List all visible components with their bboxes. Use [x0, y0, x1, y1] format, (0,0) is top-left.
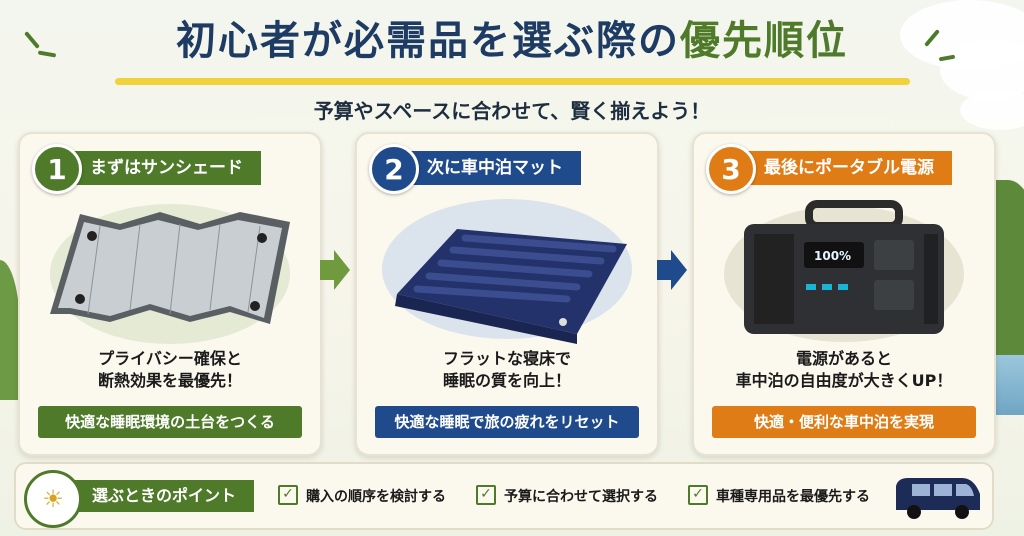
portable-power-station-icon: 100%: [724, 200, 964, 342]
step-number: 3: [706, 144, 756, 194]
sunshade-icon: [50, 204, 290, 344]
arrow-right-icon: [657, 250, 687, 290]
subtitle: 予算やスペースに合わせて、賢く揃えよう！: [313, 99, 711, 123]
card-sunshade: まずはサンシェード 1 プライバシー確保と断熱効果を最優先！ 快適な睡眠環境の土…: [18, 132, 322, 456]
card-power-station: 最後にポータブル電源 3 100% 電源があると車中泊の自由度が大きくUP！ 快…: [692, 132, 996, 456]
points-panel: 選ぶときのポイント ☀ ✓購入の順序を検討する ✓予算に合わせて選択する ✓車種…: [14, 462, 994, 530]
step-number: 2: [369, 144, 419, 194]
checkbox-icon: ✓: [688, 485, 708, 505]
card-mattress: 次に車中泊マット 2 フラットな寝床で睡眠の質を向上！ 快適な睡眠で旅の疲れをリ…: [355, 132, 659, 456]
step-number: 1: [32, 144, 82, 194]
card-label: まずはサンシェード: [68, 151, 261, 185]
card-label: 次に車中泊マット: [405, 151, 581, 185]
svg-text:100%: 100%: [814, 249, 851, 263]
card-summary-bar: 快適・便利な車中泊を実現: [712, 406, 976, 438]
card-label: 最後にポータブル電源: [742, 151, 952, 185]
point-item: ✓予算に合わせて選択する: [476, 485, 658, 508]
van-icon: [896, 478, 980, 519]
card-description: 電源があると車中泊の自由度が大きくUP！: [735, 349, 953, 390]
arrow-right-icon: [320, 250, 350, 290]
point-item: ✓購入の順序を検討する: [278, 485, 446, 508]
points-label: 選ぶときのポイント: [74, 480, 255, 512]
card-description: プライバシー確保と断熱効果を最優先！: [97, 349, 242, 390]
checkbox-icon: ✓: [278, 485, 298, 505]
title-underline: [115, 78, 910, 85]
point-item: ✓車種専用品を最優先する: [688, 485, 870, 508]
card-description: フラットな寝床で睡眠の質を向上！: [442, 349, 571, 390]
air-mattress-icon: [382, 199, 632, 344]
page-title: 初心者が必需品を選ぶ際の優先順位: [176, 18, 848, 64]
card-summary-bar: 快適な睡眠で旅の疲れをリセット: [375, 406, 639, 438]
checkbox-icon: ✓: [476, 485, 496, 505]
lightbulb-icon: ☀: [24, 470, 82, 528]
card-summary-bar: 快適な睡眠環境の土台をつくる: [38, 406, 302, 438]
